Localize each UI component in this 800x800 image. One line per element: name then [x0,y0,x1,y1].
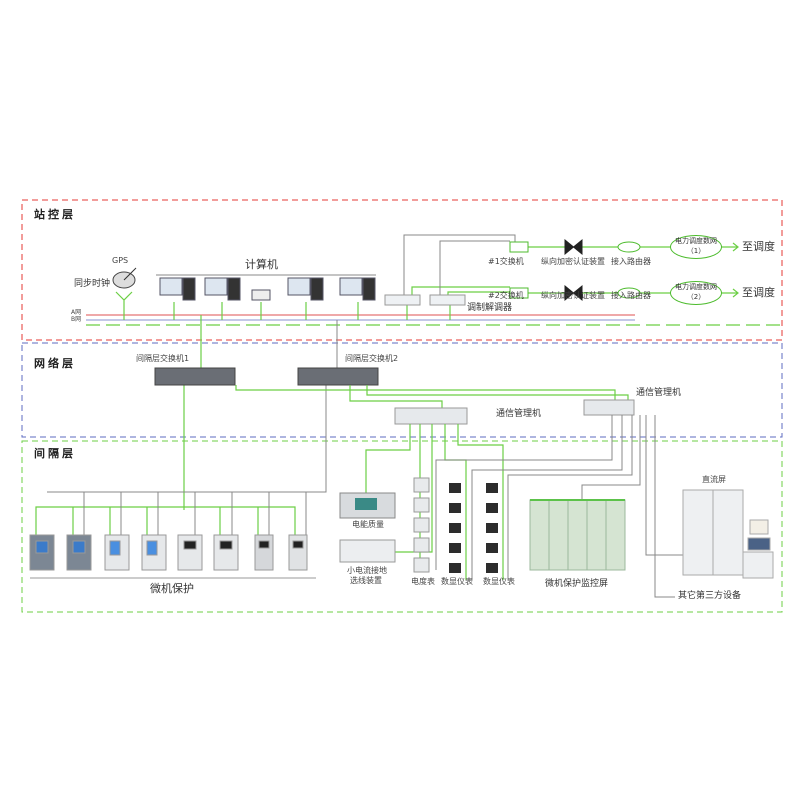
computer-icon [287,277,311,296]
comm-manager-2-label: 通信管理机 [636,388,682,398]
energy-meter-icon [413,477,430,493]
dispatch-network-1-line2: （1） [686,247,706,255]
digital-meter-2-label: 数显仪表 [483,577,515,586]
energy-meters [413,477,430,573]
wan-devices [509,238,641,302]
third-party-label: 其它第三方设备 [678,591,742,601]
modem-icon [384,294,421,306]
gps-dish-icon [112,267,137,289]
bay-switch-2-icon [297,367,379,386]
computer-icon [204,277,228,296]
sync-clock-label: 同步时钟 [74,279,111,289]
grounding-label-1: 小电流接地 [347,566,387,575]
station-drops [115,242,739,510]
b-net-label: B网 [71,316,82,323]
modems [384,294,466,306]
switch-icon [509,287,529,299]
dispatch-network-2-line2: （2） [686,293,706,301]
comm-manager-1-icon [394,407,468,425]
dc-panel-icon [682,489,774,579]
router-2-label: 接入路由器 [611,291,651,300]
crypto-device-icon [564,238,583,256]
digital-meter-1-label: 数显仪表 [441,577,473,586]
switch-1-label: #1交换机 [488,257,524,266]
bay-layer-label: 间隔层 [34,447,76,460]
grounding-device-icon [339,539,396,563]
bay-gray-links [83,415,683,598]
digital-meter-icon [449,483,461,493]
crypto-1-label: 纵向加密认证装置 [541,257,605,266]
relay-icon [254,534,274,571]
bay-switch-1-icon [154,367,236,386]
bay-switch-2-label: 间隔层交换机2 [345,354,399,363]
dispatch-network-1-line1: 电力调度数网 [675,237,717,245]
network-layer-label: 网络层 [34,357,76,370]
a-net-label: A网 [71,309,82,316]
computers [159,277,376,301]
monitor-panel-icon [529,499,626,571]
network-links [235,385,629,408]
relay-icon [288,534,308,571]
dc-panel-label: 直流屏 [702,475,726,484]
gray-links [47,234,516,493]
relay-icon [177,534,203,571]
bay-green-links [35,424,504,580]
router-icon [617,241,641,253]
power-quality-screen [355,498,377,510]
protection-label: 微机保护 [150,582,194,595]
router-1-label: 接入路由器 [611,257,651,266]
grounding-label-2: 选线装置 [350,576,382,585]
comm-managers [394,399,635,425]
power-quality-label: 电能质量 [352,520,384,529]
network-layer-box [21,342,783,438]
station-layer-box [21,199,783,341]
dispatch-network-2-line1: 电力调度数网 [675,283,717,291]
to-dispatch-1-label: 至调度 [742,240,775,253]
gps-label: GPS [112,256,129,265]
crypto-device-icon [564,284,583,302]
switch-icon [509,241,529,253]
printer-icon [251,289,271,301]
digital-meters [449,483,498,573]
relay-icon [213,534,239,571]
computer-icon [339,277,363,296]
energy-meter-label: 电度表 [411,577,435,586]
dispatch-network-2: 电力调度数网 （2） [670,281,722,305]
modem-icon [429,294,466,306]
protection-relays [29,534,308,571]
station-layer-label: 站控层 [34,208,76,221]
power-quality-device-icon [339,492,396,519]
dispatch-network-1: 电力调度数网 （1） [670,235,722,259]
computer-icon [159,277,183,296]
router-icon [617,287,641,299]
bay-switches [154,367,379,386]
crypto-2-label: 纵向加密认证装置 [541,291,605,300]
switch-2-label: #2交换机 [488,291,524,300]
to-dispatch-2-label: 至调度 [742,286,775,299]
digital-meter-icon [486,483,498,493]
bay-layer-box [21,440,783,613]
comm-manager-1-label: 通信管理机 [496,409,542,419]
computers-label: 计算机 [245,258,278,271]
comm-manager-2-icon [583,399,635,416]
modem-label: 调制解调器 [467,303,513,313]
monitor-panel-label: 微机保护监控屏 [545,579,609,589]
bay-switch-1-label: 间隔层交换机1 [136,354,190,363]
